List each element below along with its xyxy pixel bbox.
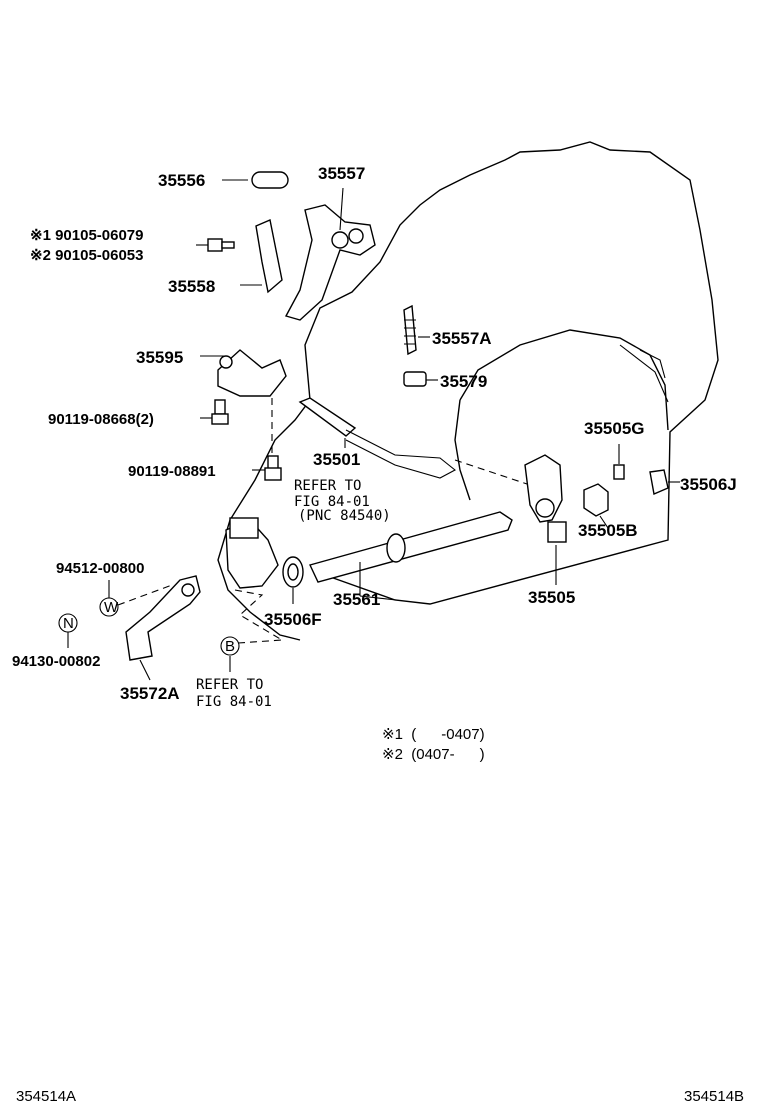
note-1: ※1 ( -0407) xyxy=(382,726,485,743)
label-35557A: 35557A xyxy=(432,329,492,348)
marker-w: W xyxy=(104,599,119,616)
label-35558: 35558 xyxy=(168,277,215,296)
clip-35506J xyxy=(649,469,680,495)
label-35505: 35505 xyxy=(528,588,575,607)
bell-housing-inner xyxy=(454,329,669,501)
label-35505B: 35505B xyxy=(578,521,638,540)
pin-35505G xyxy=(613,444,625,480)
lever-35557 xyxy=(284,187,376,321)
note-2: ※2 (0407- ) xyxy=(382,746,485,763)
seal-35506F xyxy=(282,556,304,604)
bracket-35595 xyxy=(200,349,287,455)
label-35595: 35595 xyxy=(136,348,183,367)
label-35557: 35557 xyxy=(318,164,365,183)
figure-code-left: 354514A xyxy=(16,1088,76,1105)
label-35501: 35501 xyxy=(313,450,360,469)
label-35579: 35579 xyxy=(440,372,487,391)
pin-35579 xyxy=(403,371,438,387)
label-94130: 94130-00802 xyxy=(12,653,100,670)
refer1-line2: FIG 84-01 xyxy=(294,494,370,510)
shaft-35561 xyxy=(309,511,513,601)
marker-b: B xyxy=(225,638,235,655)
plate-35558 xyxy=(240,219,283,294)
label-35572A: 35572A xyxy=(120,684,180,703)
seal-35501 xyxy=(298,397,531,486)
neutral-start-switch xyxy=(225,517,283,641)
marker-b-leader xyxy=(237,639,283,644)
collar-35505B xyxy=(583,483,609,529)
label-90119-08891: 90119-08891 xyxy=(128,463,216,480)
refer2-line2: FIG 84-01 xyxy=(196,694,272,710)
label-90105-1: ※1 90105-06079 xyxy=(30,227,144,244)
label-35505G: 35505G xyxy=(584,419,645,438)
label-35556: 35556 xyxy=(158,171,205,190)
housing-detail xyxy=(619,344,669,403)
label-35561: 35561 xyxy=(333,590,380,609)
marker-w-leader xyxy=(117,584,173,606)
spring-35557A xyxy=(403,304,430,356)
lever-35572A xyxy=(125,575,201,681)
label-35506J: 35506J xyxy=(680,475,737,494)
marker-b-circle xyxy=(220,636,240,656)
bolt-90119-08891 xyxy=(252,455,282,481)
label-90105-2: ※2 90105-06053 xyxy=(30,247,144,264)
bolt-90119-08668 xyxy=(200,399,229,425)
refer2-line1: REFER TO xyxy=(196,677,263,693)
lever-35505 xyxy=(524,454,567,585)
refer1-line1: REFER TO xyxy=(294,478,361,494)
pin-35556 xyxy=(222,171,289,189)
label-94512: 94512-00800 xyxy=(56,560,144,577)
figure-code-right: 354514B xyxy=(684,1088,744,1105)
label-35506F: 35506F xyxy=(264,610,322,629)
refer1-line3: (PNC 84540) xyxy=(298,508,391,524)
bolt-90105 xyxy=(196,238,235,252)
marker-n: N xyxy=(63,615,74,632)
label-90119-08668: 90119-08668(2) xyxy=(48,411,154,428)
